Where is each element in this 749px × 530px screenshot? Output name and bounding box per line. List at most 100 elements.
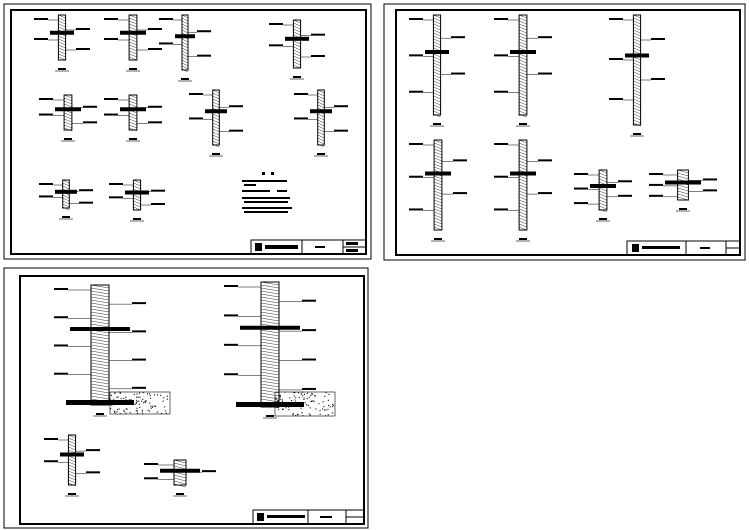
hatch-line [433,14,441,19]
hatch-line [58,50,66,55]
hatch-line [633,29,641,34]
hatch-line [90,377,110,382]
hatch-line [519,68,527,73]
drawing-sheet-1[interactable] [3,3,372,260]
hatch-line [62,200,70,205]
hatch-line [433,26,441,31]
hatch-line [212,101,220,106]
hatch-line [677,196,689,201]
hatch-line [519,62,527,67]
annotation-text [703,189,717,192]
hatch-line [433,86,441,91]
hatch-line [260,392,280,397]
hatch-line [212,116,220,121]
section-detail [409,14,465,127]
hatch-line [212,104,220,109]
section-details [34,14,348,222]
hatch-line [433,101,441,106]
hatch-line [519,202,527,207]
hatch-line [181,44,189,49]
hatch-line [677,190,689,195]
annotation-text [334,105,348,108]
annotation-text [104,38,118,40]
hatch-line [68,434,76,439]
detail-label [633,133,641,135]
hatch-line [434,142,442,147]
hatch-line [129,53,137,58]
hatch-line [260,287,280,292]
hatch-line [129,17,137,22]
hatch-line [90,320,110,325]
annotation-text [132,358,146,361]
hatch-line [433,83,441,88]
hatch-line [519,38,527,43]
annotation-text [302,329,316,332]
hatch-line [317,98,325,103]
hatch-line [90,308,110,313]
annotation-text [538,159,552,162]
hatch-line [633,113,641,118]
annotation-text [311,55,325,57]
detail-label [64,138,72,140]
annotation-text [39,195,53,198]
slab [175,34,195,39]
hatch-line [129,14,137,19]
slab [665,180,701,185]
wall-section [63,94,73,131]
slab [425,171,451,176]
annotation-text [109,183,123,185]
hatch-line [519,56,527,61]
hatch-line [519,211,527,216]
hatch-line [519,226,527,231]
hatch-line [434,190,442,195]
annotation-text [224,285,238,287]
annotation-text [451,36,465,39]
annotation-text [494,90,508,93]
annotation-text [76,28,90,30]
hatch-line [260,290,280,295]
hatch-line [129,50,137,55]
drawing-sheet-3[interactable] [3,267,369,529]
hatch-line [519,110,527,115]
hatch-line [260,383,280,388]
hatch-line [129,44,137,49]
section-detail [54,284,146,417]
hatch-line [90,305,110,310]
hatch-line [260,350,280,355]
annotation-text [409,54,423,57]
hatch-line [434,208,442,213]
annotation-text [294,117,308,120]
hatch-line [64,121,72,126]
hatch-line [260,344,280,349]
detail-label [181,78,189,80]
annotation-text [609,98,623,100]
hatch-line [317,143,325,148]
hatch-line [173,480,187,485]
hatch-line [90,383,110,388]
hatch-line [599,172,607,177]
hatch-line [260,341,280,346]
hatch-line [677,175,689,180]
drawing-sheet-2[interactable] [383,3,746,261]
hatch-line [519,101,527,106]
hatch-line [212,140,220,145]
hatch-line [293,28,301,33]
hatch-line [129,47,137,52]
hatch-line [633,14,641,19]
hatch-line [519,145,527,150]
annotation-text [34,18,48,20]
annotation-text [609,18,623,20]
annotation-text [302,299,316,302]
annotation-text [34,38,48,40]
detail-label [433,123,441,125]
wall-section [518,14,528,116]
hatch-line [68,473,76,478]
hatch-line [519,148,527,153]
slab [125,190,149,195]
annotation-text [311,33,325,36]
hatch-line [90,296,110,301]
hatch-line [519,23,527,28]
annotation-text [229,129,243,132]
hatch-line [68,482,76,487]
hatch-line [434,139,442,144]
